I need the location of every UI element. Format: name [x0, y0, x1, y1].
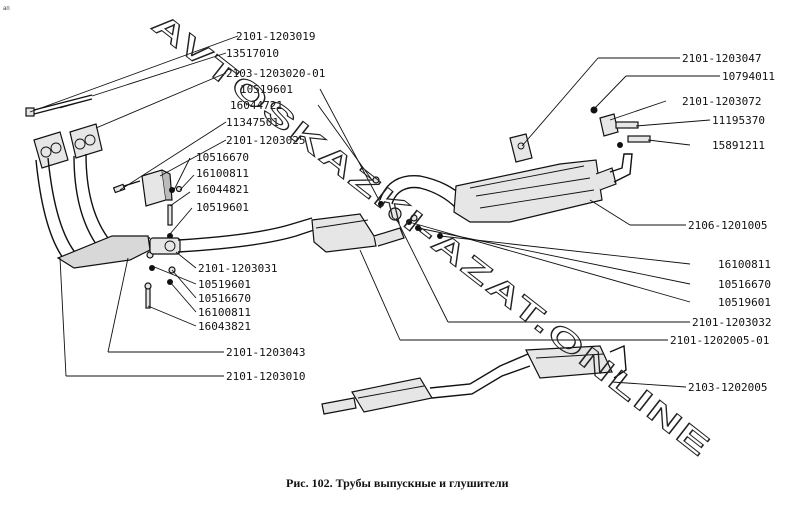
label-11195370: 11195370	[712, 114, 765, 127]
label-10516670-lower: 10516670	[198, 292, 251, 305]
label-11347501: 11347501	[226, 116, 279, 129]
main-muffler	[453, 159, 617, 223]
front-clamp	[149, 237, 181, 255]
rear-muffler-assembly	[321, 344, 627, 415]
label-2101-1203032: 2101-1203032	[692, 316, 771, 329]
part-labels: 2101-1203019 13517010 2103-1203020-01 10…	[196, 30, 775, 394]
label-10516670-upper: 10516670	[196, 151, 249, 164]
label-10519601-lower: 10519601	[198, 278, 251, 291]
label-10519601-mid: 10519601	[196, 201, 249, 214]
corner-mark: ап	[3, 6, 10, 12]
label-2103-1203020-01: 2103-1203020-01	[226, 67, 325, 80]
label-15891211: 15891211	[712, 139, 765, 152]
label-2101-1203072: 2101-1203072	[682, 95, 761, 108]
label-2106-1201005: 2106-1201005	[688, 219, 767, 232]
label-10794011: 10794011	[722, 70, 775, 83]
label-16044721: 16044721	[230, 99, 283, 112]
label-2101-1203019: 2101-1203019	[236, 30, 315, 43]
label-2101-1202005-01: 2101-1202005-01	[670, 334, 769, 347]
label-2101-1203025: 2101-1203025	[226, 134, 305, 147]
manifold-flanges	[33, 123, 103, 169]
tail-pipe	[609, 153, 633, 183]
label-16044821: 16044821	[196, 183, 249, 196]
label-16100811-upper: 16100811	[196, 167, 249, 180]
label-2101-1203043: 2101-1203043	[226, 346, 305, 359]
figure-caption: Рис. 102. Трубы выпускные и глушители	[286, 476, 509, 490]
stud-bolt	[25, 94, 93, 117]
leader-lines	[29, 35, 720, 388]
label-16100811-lower: 16100811	[198, 306, 251, 319]
label-2101-1203031: 2101-1203031	[198, 262, 277, 275]
front-resonator	[311, 213, 405, 253]
front-downpipe	[35, 153, 151, 269]
label-10519601-right: 10519601	[718, 296, 771, 309]
label-10516670-right: 10516670	[718, 278, 771, 291]
right-hardware	[590, 106, 651, 148]
label-13517010: 13517010	[226, 47, 279, 60]
screw-left	[112, 180, 141, 194]
label-2103-1202005: 2103-1202005	[688, 381, 767, 394]
label-2101-1203047: 2101-1203047	[682, 52, 761, 65]
rubber-cushion	[141, 169, 173, 207]
label-2101-1203010: 2101-1203010	[226, 370, 305, 383]
label-16100811-right: 16100811	[718, 258, 771, 271]
label-16043821: 16043821	[198, 320, 251, 333]
label-10519601-top: 10519601	[240, 83, 293, 96]
intermediate-pipe	[177, 217, 315, 253]
parts-drawing	[25, 94, 651, 415]
